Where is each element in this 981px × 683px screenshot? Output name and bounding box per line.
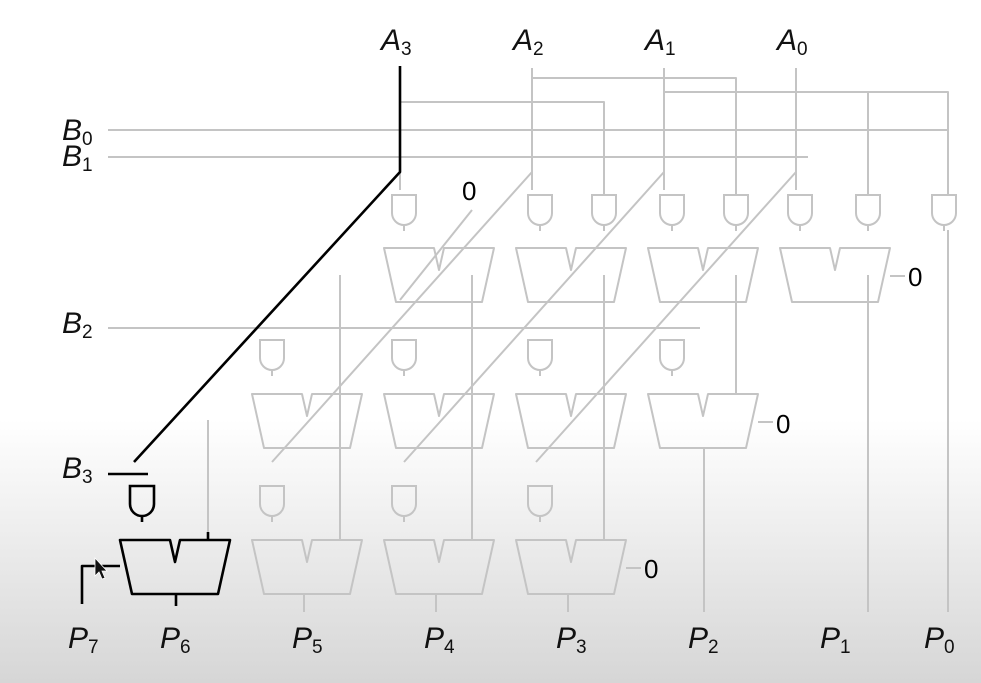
a-diagonal-wire xyxy=(271,171,533,463)
full-adder xyxy=(251,393,363,449)
full-adder xyxy=(779,247,891,303)
signal-labels: A3 A2 A1 A0 B0 B1 B2 B3 P7 P6 P5 P4 P3 P… xyxy=(62,24,955,658)
a2-branch xyxy=(532,77,737,195)
and-gate xyxy=(659,339,685,371)
a3-branch xyxy=(400,101,605,195)
and-gate xyxy=(527,485,553,517)
a-diagonal-wire xyxy=(403,171,665,463)
full-adder xyxy=(647,247,759,303)
mouse-cursor-icon xyxy=(94,556,108,580)
highlighted-path xyxy=(80,66,402,606)
and-gate xyxy=(659,194,685,226)
output-label-p6: P6 xyxy=(160,622,191,658)
input-label-a1: A1 xyxy=(643,24,676,60)
full-adder xyxy=(515,393,627,449)
output-label-p4: P4 xyxy=(424,622,455,658)
and-gate xyxy=(787,194,813,226)
and-gate xyxy=(391,485,417,517)
input-label-b3: B3 xyxy=(62,452,93,488)
output-label-p7: P7 xyxy=(68,622,99,658)
and-gate xyxy=(855,194,881,226)
constant-zero-row1: 0 xyxy=(908,262,922,292)
constant-zero-row2: 0 xyxy=(776,409,790,439)
and-gate xyxy=(391,194,417,226)
output-label-p0: P0 xyxy=(924,622,955,658)
full-adder xyxy=(118,538,232,596)
input-label-b0: B0 xyxy=(62,114,93,150)
output-label-p1: P1 xyxy=(820,622,851,658)
full-adder xyxy=(515,539,627,595)
output-label-p2: P2 xyxy=(688,622,719,658)
and-gate xyxy=(391,339,417,371)
a0-branch xyxy=(796,91,949,195)
full-adder xyxy=(647,393,759,449)
output-label-p3: P3 xyxy=(556,622,587,658)
input-label-b2: B2 xyxy=(62,307,93,343)
full-adder xyxy=(515,247,627,303)
p7-carry-wire xyxy=(80,564,120,604)
and-gate xyxy=(723,194,749,226)
and-gate xyxy=(527,194,553,226)
and-gate xyxy=(259,485,285,517)
and-gate xyxy=(591,194,617,226)
a1-branch xyxy=(664,91,869,195)
and-gate xyxy=(128,484,156,518)
input-label-a3: A3 xyxy=(379,24,412,60)
input-label-a2: A2 xyxy=(511,24,544,60)
a3-highlight-wire xyxy=(133,66,402,463)
input-label-b1: B1 xyxy=(62,140,93,176)
full-adder xyxy=(251,539,363,595)
input-label-a0: A0 xyxy=(775,24,808,60)
constant-zero-top: 0 xyxy=(462,176,476,206)
full-adder xyxy=(383,393,495,449)
full-adder xyxy=(383,247,495,303)
and-gate xyxy=(527,339,553,371)
full-adder xyxy=(383,539,495,595)
faded-circuit xyxy=(108,68,957,612)
output-label-p5: P5 xyxy=(292,622,323,658)
and-gate xyxy=(259,339,285,371)
constant-zero-row3: 0 xyxy=(644,554,658,584)
a-diagonal-wire xyxy=(535,171,797,463)
and-gate xyxy=(931,194,957,226)
